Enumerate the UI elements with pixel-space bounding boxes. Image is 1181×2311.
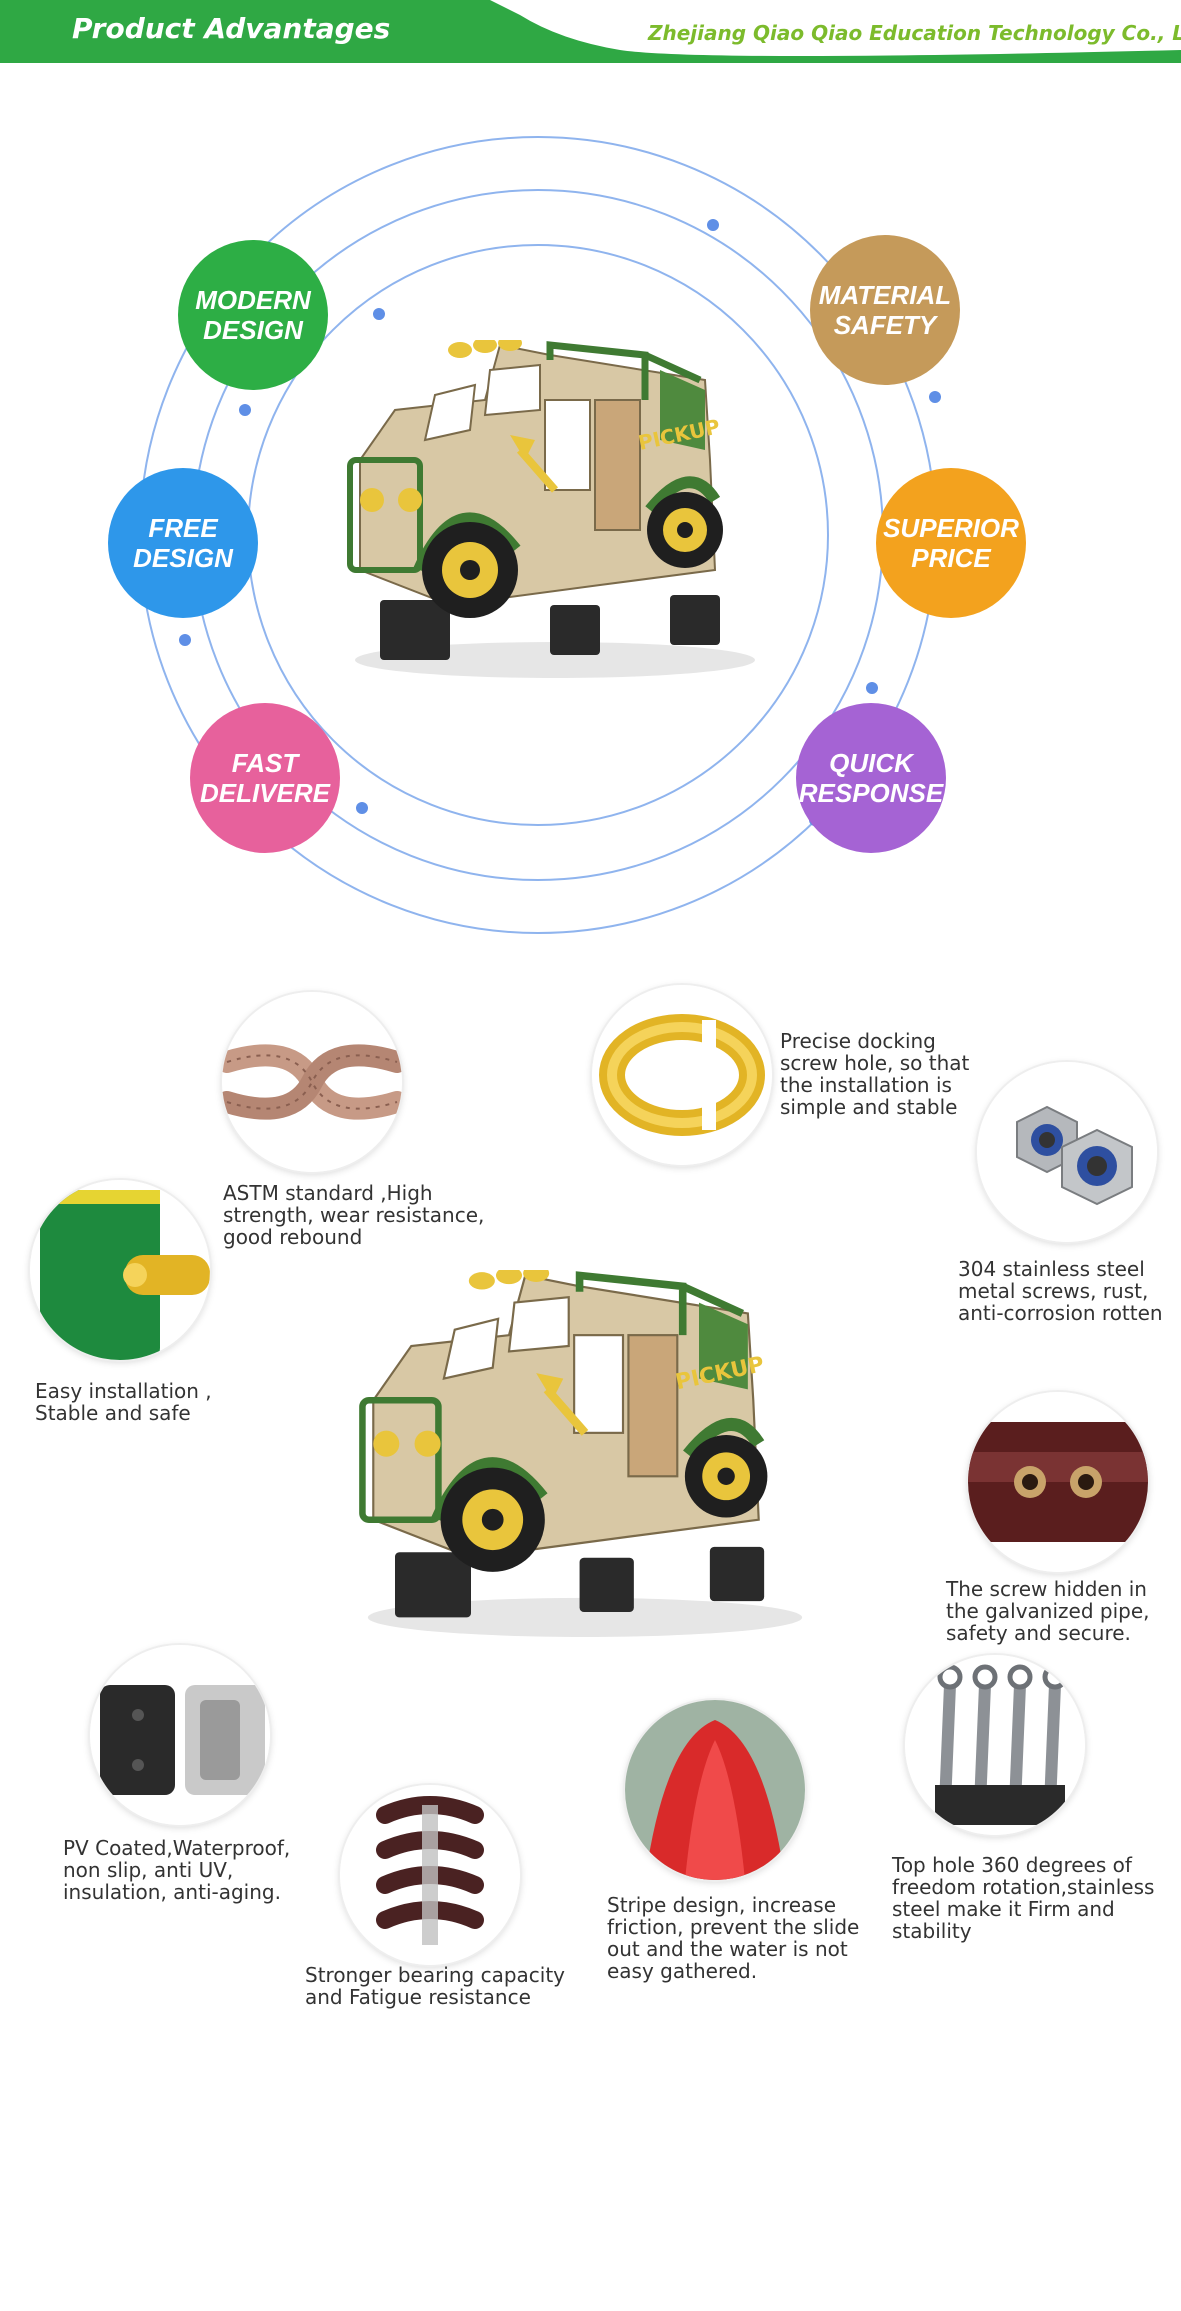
spring-coil-icon	[340, 1785, 520, 1965]
quick-response-badge: QUICK RESPONSE	[796, 703, 946, 853]
feature-caption-clamp: Precise docking screw hole, so that the …	[780, 1029, 970, 1119]
feature-caption-rope: ASTM standard ,High strength, wear resis…	[223, 1181, 485, 1249]
feature-caption-hidden-screw: The screw hidden in the galvanized pipe,…	[946, 1577, 1150, 1645]
panel-connector-icon	[30, 1180, 210, 1360]
slide-surface-icon	[625, 1700, 805, 1880]
pickup-truck-detail-illustration: PICKUP	[359, 1270, 803, 1637]
fast-delivere-badge: FAST DELIVERE	[190, 703, 340, 853]
rope-knot-icon	[222, 992, 402, 1172]
feature-caption-screws: 304 stainless steel metal screws, rust, …	[958, 1257, 1163, 1325]
free-design-badge: FREE DESIGN	[108, 468, 258, 618]
feature-caption-slide: Stripe design, increase friction, preven…	[607, 1893, 860, 1983]
page-title: Product Advantages	[72, 12, 391, 45]
feature-caption-pv-coated: PV Coated,Waterproof, non slip, anti UV,…	[63, 1836, 291, 1904]
modern-design-badge: MODERN DESIGN	[178, 240, 328, 390]
clamp-ring-icon	[592, 985, 772, 1165]
pickup-truck-illustration: PICKUP	[347, 340, 755, 678]
header-banner	[0, 0, 1181, 63]
lock-nut-icon	[977, 1062, 1157, 1242]
material-safety-badge: MATERIAL SAFETY	[810, 235, 960, 385]
coated-chain-icon	[90, 1645, 270, 1825]
feature-caption-swivel: Top hole 360 degrees of freedom rotation…	[892, 1853, 1155, 1943]
feature-caption-installation: Easy installation , Stable and safe	[35, 1379, 212, 1425]
swivel-hook-icon	[905, 1655, 1085, 1835]
company-name: Zhejiang Qiao Qiao Education Technology …	[648, 21, 1181, 45]
superior-price-badge: SUPERIOR PRICE	[876, 468, 1026, 618]
hidden-screw-icon	[968, 1392, 1148, 1572]
feature-caption-spring: Stronger bearing capacity and Fatigue re…	[305, 1963, 566, 2009]
